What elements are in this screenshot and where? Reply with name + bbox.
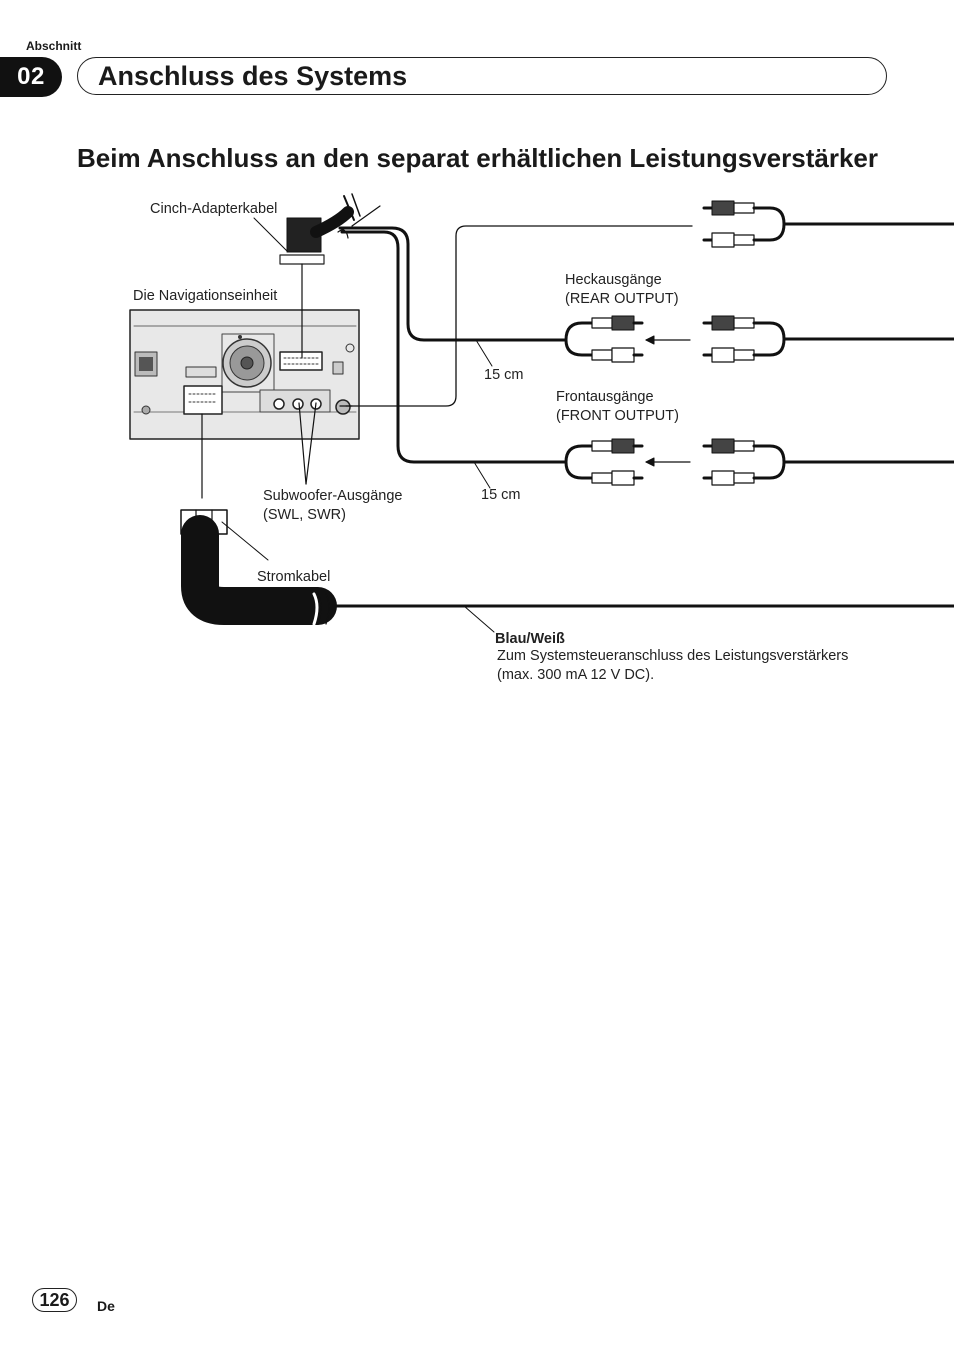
label-subwoofer-output: Subwoofer-Ausgänge (263, 488, 403, 504)
chapter-title: Anschluss des Systems (98, 61, 408, 91)
cinch-adapter-connector-illustration (279, 193, 361, 359)
amplifier-rca-plugs-front (702, 438, 954, 486)
label-front-output-code: (FRONT OUTPUT) (556, 408, 679, 424)
label-rear-output-code: (REAR OUTPUT) (565, 291, 679, 307)
label-wire-color: Blau/Weiß (495, 631, 565, 647)
power-cable-illustration (180, 413, 954, 626)
chapter-number-badge: 02 (0, 57, 62, 97)
label-cinch-adapter: Cinch-Adapterkabel (150, 201, 278, 217)
label-rear-output: Heckausgänge (565, 272, 662, 288)
label-length-rear: 15 cm (484, 367, 524, 383)
navigation-unit-illustration (129, 309, 360, 440)
section-label: Abschnitt (26, 39, 82, 53)
chapter-title-frame (77, 57, 887, 95)
label-wire-rating: (max. 300 mA 12 V DC). (497, 667, 655, 683)
amplifier-rca-plugs-top (702, 200, 954, 248)
label-subwoofer-output-code: (SWL, SWR) (263, 507, 346, 523)
label-power-cable: Stromkabel (257, 569, 331, 585)
label-front-output: Frontausgänge (556, 389, 654, 405)
page-language: De (97, 1298, 115, 1314)
page-heading: Beim Anschluss an den separat erhältlich… (77, 143, 878, 173)
front-output-rca-plugs (564, 438, 644, 486)
label-length-front: 15 cm (481, 487, 521, 503)
label-navigation-unit: Die Navigationseinheit (133, 288, 278, 304)
rear-output-rca-plugs (564, 315, 644, 363)
label-wire-description: Zum Systemsteueranschluss des Leistungsv… (497, 648, 849, 664)
amplifier-rca-plugs-rear (702, 315, 954, 363)
page-number: 126 (32, 1288, 77, 1312)
